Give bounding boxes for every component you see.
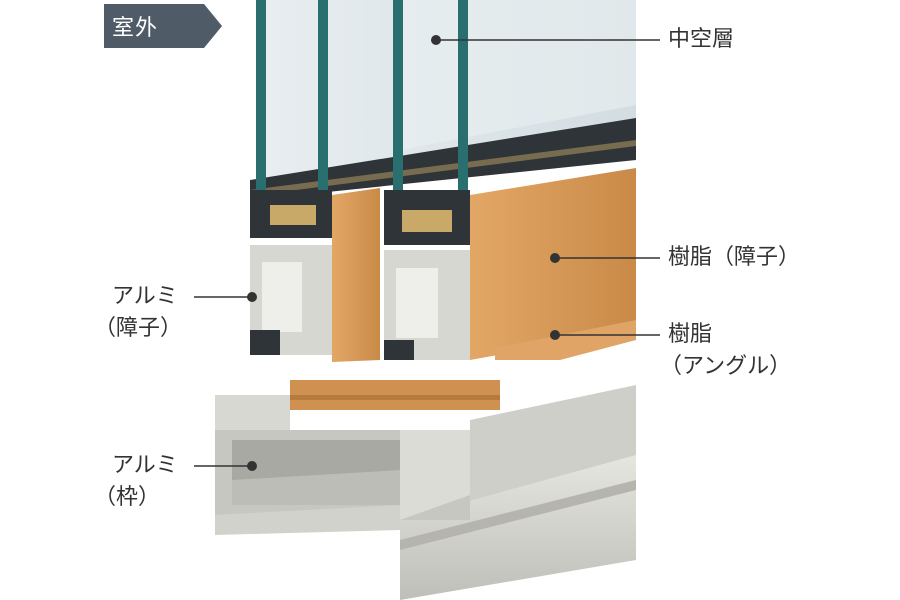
- glass-edges: [256, 0, 468, 230]
- label-resin-angle-line2: （アングル）: [660, 354, 792, 379]
- resin-sash-right: [470, 168, 636, 360]
- aluminum-frame-front: [215, 395, 470, 535]
- aluminum-frame-back: [400, 385, 636, 600]
- leader-lines: [194, 39, 660, 467]
- label-aluminum-frame-line2: （枠）: [94, 485, 161, 510]
- label-aluminum-frame-line1: アルミ: [112, 453, 178, 478]
- label-aluminum-sash-line2: （障子）: [94, 316, 183, 341]
- outside-tag-label: 室外: [112, 16, 159, 41]
- label-resin-angle-line1: 樹脂: [668, 322, 713, 347]
- leader-dots: [247, 35, 560, 471]
- aluminum-sash-profiles: [250, 245, 470, 360]
- resin-channel: [290, 380, 500, 410]
- outside-tag-shape: [104, 4, 222, 48]
- label-resin-sash: 樹脂（障子）: [668, 245, 801, 270]
- label-aluminum-sash-line1: アルミ: [112, 284, 178, 309]
- resin-sash-left: [332, 188, 380, 362]
- label-hollow-layer: 中空層: [668, 27, 735, 52]
- glass-spacers: [250, 190, 470, 245]
- resin-angle: [495, 320, 636, 360]
